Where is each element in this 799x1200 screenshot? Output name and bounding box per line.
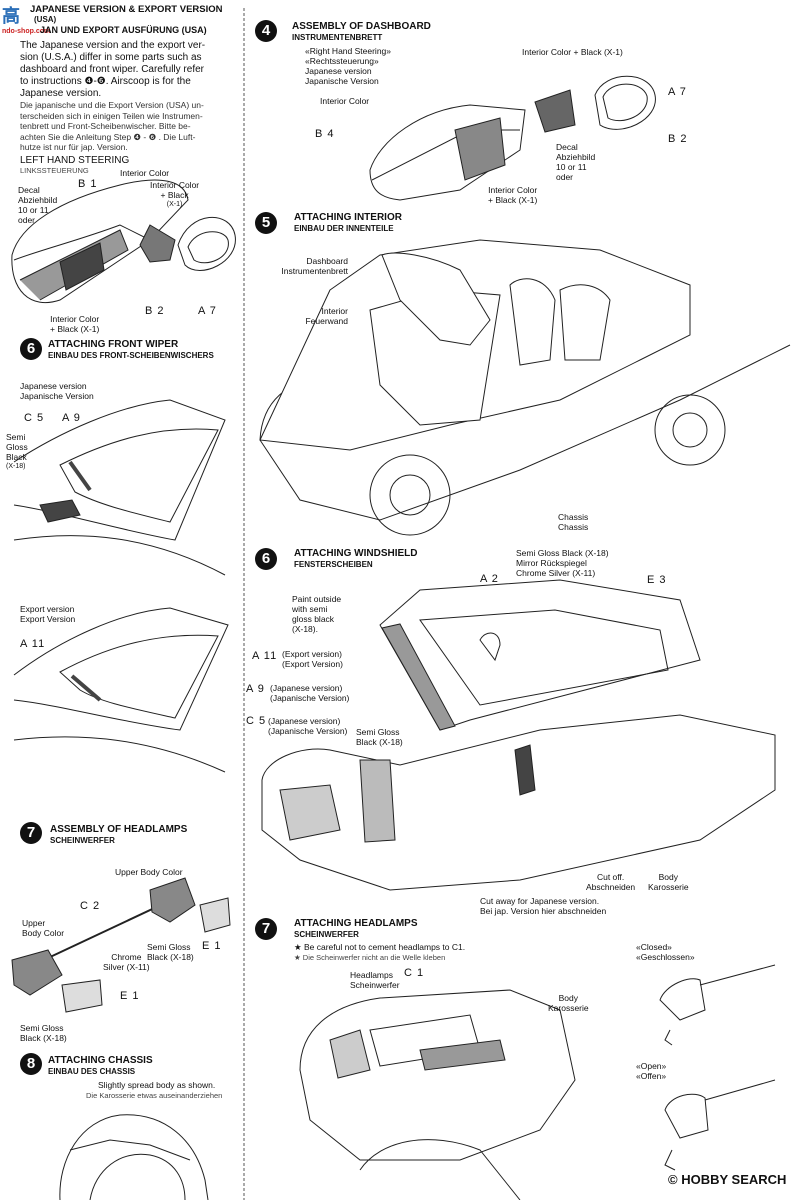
label-open: «Open»«Offen»: [636, 1061, 667, 1081]
label-c5-note: (Japanese version)(Japanische Version): [268, 716, 348, 736]
part-a11-left: A 11: [20, 638, 46, 650]
right-headlamps-drawing: [299, 989, 576, 1200]
part-a9-right: A 9: [246, 683, 265, 695]
part-b1: B 1: [78, 178, 98, 190]
label-a11-note: (Export version)(Export Version): [282, 649, 343, 669]
part-a7: A 7: [198, 305, 217, 317]
label-mirror: Semi Gloss Black (X-18)Mirror Rückspiege…: [516, 548, 609, 578]
version-paragraph-de: Die japanische und die Export Version (U…: [20, 100, 204, 152]
part-b4: B 4: [315, 128, 335, 140]
step-number-5: 5: [255, 212, 277, 234]
right-dashboard-drawing: [369, 75, 656, 201]
part-c1: C 1: [404, 967, 425, 979]
part-e1-bottom: E 1: [120, 990, 140, 1002]
headlamp-note-en: ★ Be careful not to cement headlamps to …: [294, 942, 466, 952]
label-interior-black-right: Interior Color + Black (X-1): [522, 47, 623, 57]
left-wiper-japanese-drawing: [13, 399, 226, 576]
part-a11-right: A 11: [252, 650, 278, 662]
label-upper-body-color: Upper Body Color: [115, 867, 183, 877]
part-a9-left: A 9: [62, 412, 81, 424]
step-number-8: 8: [20, 1053, 42, 1075]
footer-logo: © HOBBY SEARCH: [668, 1172, 787, 1187]
part-b2: B 2: [145, 305, 165, 317]
step-number-4: 4: [255, 20, 277, 42]
part-c2: C 2: [80, 900, 101, 912]
part-e1-top: E 1: [202, 940, 222, 952]
left-chassis-drawing: [59, 1114, 209, 1200]
label-cut-jp: Cut away for Japanese version.Bei jap. V…: [480, 896, 607, 916]
part-e3: E 3: [647, 574, 667, 586]
part-c5-right: C 5: [246, 715, 267, 727]
part-c5-left: C 5: [24, 412, 45, 424]
version-title-de: JAN UND EXPORT AUSFÜRUNG (USA): [40, 25, 207, 35]
left-dashboard-drawing: [11, 179, 236, 304]
headlamp-note-de: ★ Die Scheinwerfer nicht an die Welle kl…: [294, 953, 446, 962]
part-b2-right: B 2: [668, 133, 688, 145]
version-title: JAPANESE VERSION & EXPORT VERSION: [30, 4, 223, 15]
label-cut-off: Cut off.Abschneiden: [586, 872, 636, 892]
label-rhs: «Right Hand Steering»«Rechtssteuerung»Ja…: [305, 46, 392, 86]
version-title-usa: (USA): [34, 15, 57, 24]
label-a9-note: (Japanese version)(Japanische Version): [270, 683, 350, 703]
lhs-title: LEFT HAND STEERING: [20, 155, 130, 166]
left-wiper-export-drawing: [13, 607, 229, 773]
step-number-7-left: 7: [20, 822, 42, 844]
label-spread-body-de: Die Karosserie etwas auseinanderziehen: [86, 1091, 223, 1100]
part-a7-right: A 7: [668, 86, 687, 98]
right-interior-drawing: [259, 239, 791, 536]
label-interior-color-right: Interior Color: [320, 96, 370, 106]
step-number-6-left: 6: [20, 338, 42, 360]
right-windshield-drawing: [261, 579, 776, 891]
watermark-logo: 高: [2, 6, 20, 26]
step-number-6-right: 6: [255, 548, 277, 570]
label-closed: «Closed»«Geschlossen»: [636, 942, 695, 962]
label-interior-black-bottom: Interior Color+ Black (X-1): [50, 314, 100, 334]
label-interior-black: Interior Color+ Black(X-1): [150, 180, 200, 208]
part-a2: A 2: [480, 573, 499, 585]
right-headlamp-detail-drawing: [659, 964, 776, 1171]
left-headlamps-drawing: [11, 877, 231, 1013]
label-spread-body: Slightly spread body as shown.: [98, 1080, 216, 1090]
lhs-title-de: LINKSSTEUERUNG: [20, 166, 89, 175]
step-number-7-right: 7: [255, 918, 277, 940]
watermark-site: ndo-shop.com: [2, 28, 51, 35]
label-interior-black-right-bottom: Interior Color+ Black (X-1): [488, 185, 538, 205]
label-interior-color: Interior Color: [120, 168, 170, 178]
version-paragraph-en: The Japanese version and the export ver-…: [20, 40, 206, 99]
